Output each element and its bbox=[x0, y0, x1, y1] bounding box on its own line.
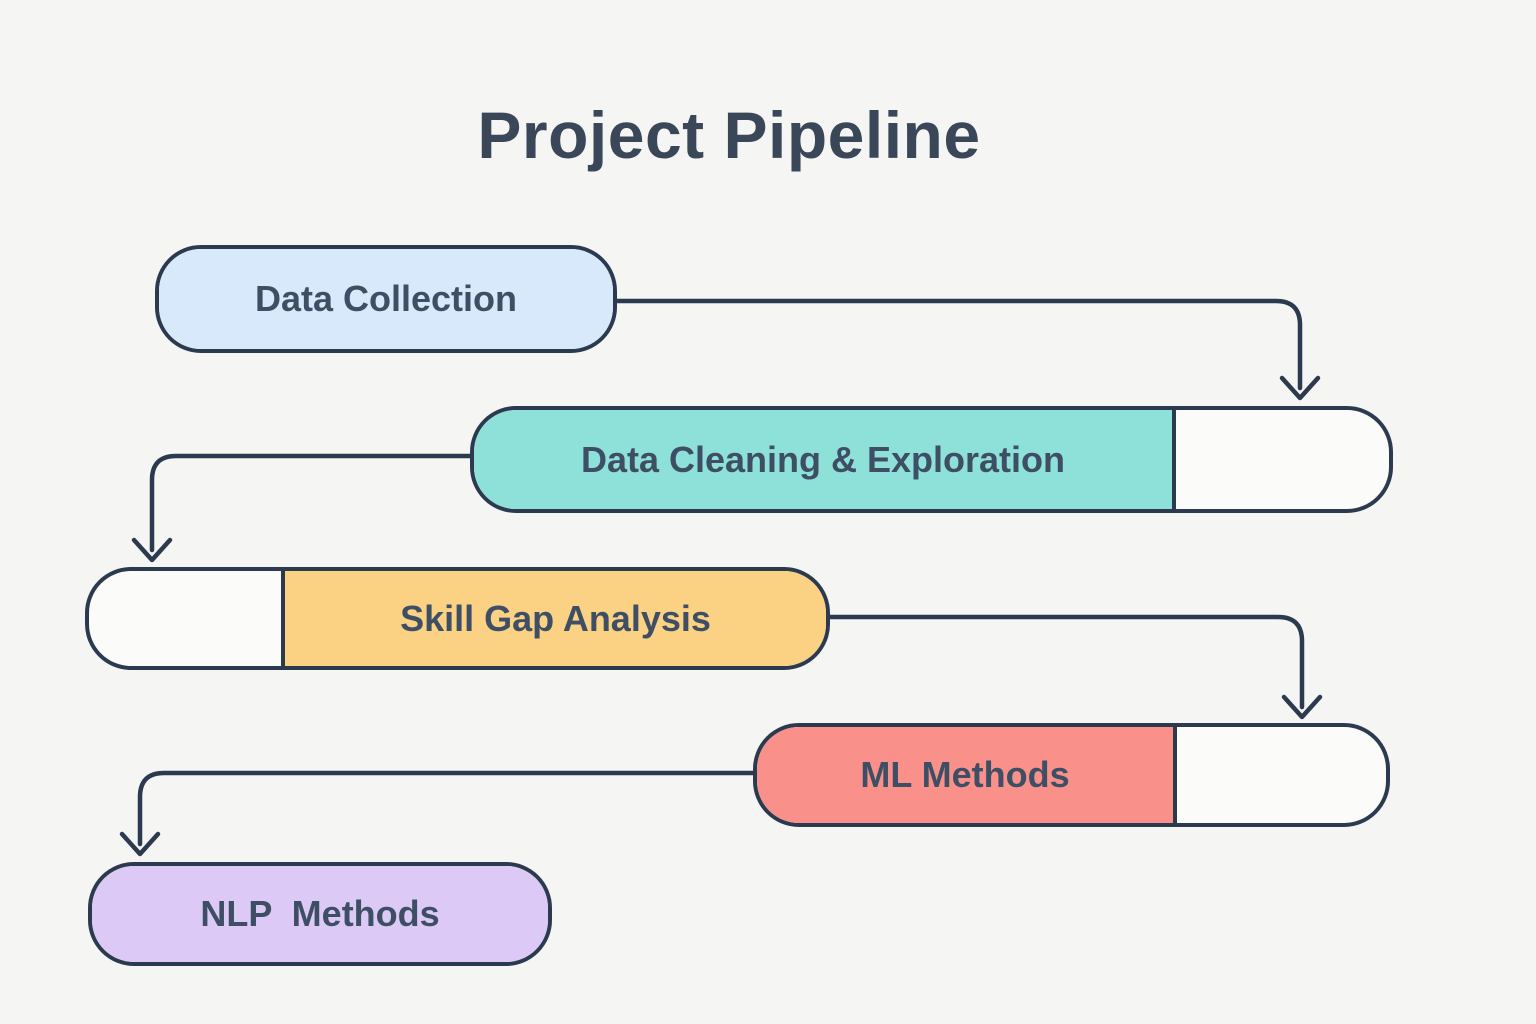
node-fill-segment: Data Cleaning & Exploration bbox=[474, 410, 1176, 509]
arrow-ml-to-nlp bbox=[119, 770, 758, 857]
node-fill-segment: NLP Methods bbox=[92, 866, 548, 962]
node-blank-segment bbox=[1176, 410, 1389, 509]
node-fill-segment: ML Methods bbox=[757, 727, 1177, 823]
node-label: Skill Gap Analysis bbox=[400, 597, 711, 639]
node-fill-segment: Skill Gap Analysis bbox=[281, 571, 826, 666]
node-blank-segment bbox=[1177, 727, 1386, 823]
arrow-collection-to-cleaning bbox=[614, 298, 1321, 401]
node-blank-segment bbox=[89, 571, 281, 666]
node-ml-methods: ML Methods bbox=[753, 723, 1390, 827]
page-title: Project Pipeline bbox=[477, 98, 981, 172]
node-label: Data Collection bbox=[254, 278, 518, 319]
arrow-cleaning-to-skillgap bbox=[131, 453, 473, 563]
node-fill-segment: Data Collection bbox=[159, 249, 613, 349]
node-label: ML Methods bbox=[860, 754, 1070, 795]
node-label: Data Cleaning & Exploration bbox=[580, 438, 1066, 480]
node-skill-gap-analysis: Skill Gap Analysis bbox=[85, 567, 830, 670]
node-data-collection: Data Collection bbox=[155, 245, 617, 353]
node-data-cleaning-exploration: Data Cleaning & Exploration bbox=[470, 406, 1393, 513]
node-label: NLP Methods bbox=[200, 893, 440, 934]
arrow-skillgap-to-ml bbox=[825, 614, 1323, 720]
node-nlp-methods: NLP Methods bbox=[88, 862, 552, 966]
